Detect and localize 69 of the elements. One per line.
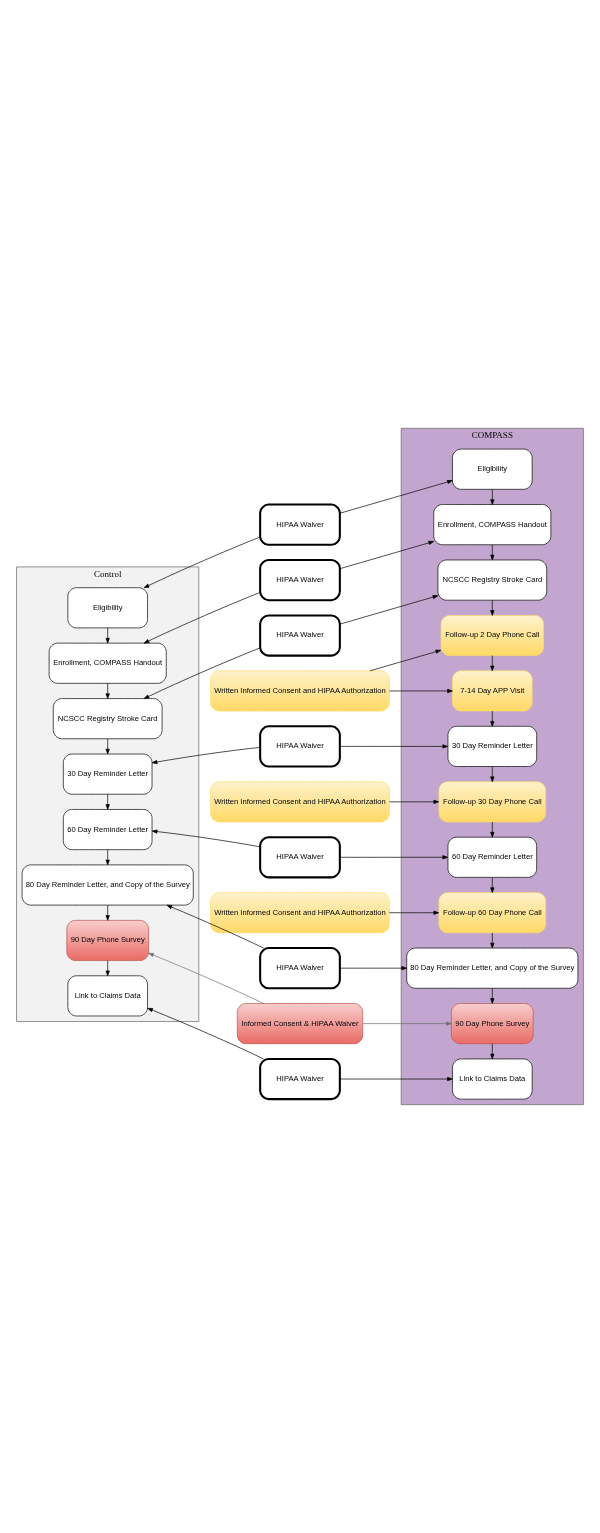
node-box: NCSCC Registry Stroke Card [437, 559, 548, 601]
arrow [490, 710, 495, 727]
node-box: HIPAA Waiver [259, 614, 341, 657]
node-box: Follow-up 60 Day Phone Call [438, 892, 546, 934]
arrow [143, 647, 261, 699]
arrow [389, 910, 440, 915]
arrow [490, 655, 495, 672]
node-box: Eligibility [67, 587, 148, 629]
arrow [490, 599, 495, 616]
node-box: 90 Day Phone Survey [451, 1003, 534, 1045]
arrow [490, 544, 495, 561]
node-box: 90 Day Phone Survey [66, 920, 149, 961]
arrow [490, 821, 495, 838]
node-box: Link to Claims Data [67, 975, 148, 1017]
node-box: 30 Day Reminder Letter [447, 725, 537, 767]
arrow [339, 744, 448, 749]
arrow [143, 592, 261, 644]
arrow [490, 877, 495, 893]
node-box: HIPAA Waiver [259, 503, 341, 546]
arrow [389, 688, 453, 693]
arrow [389, 799, 440, 804]
node-box: 60 Day Reminder Letter [447, 836, 537, 878]
node-box: Enrollment, COMPASS Handout [48, 642, 167, 684]
arrow [147, 1007, 264, 1060]
arrow [339, 540, 434, 569]
node-box: HIPAA Waiver [259, 947, 341, 990]
arrow [151, 747, 261, 765]
arrow [339, 966, 407, 971]
arrow [143, 536, 261, 589]
arrow [490, 766, 495, 783]
node-box: HIPAA Waiver [259, 558, 341, 602]
node-box: Informed Consent & HIPAA Waiver [236, 1003, 364, 1045]
arrow [490, 987, 495, 1004]
node-box: Written Informed Consent and HIPAA Authorization [210, 892, 390, 934]
node-box: HIPAA Waiver [259, 1057, 341, 1101]
arrow [490, 489, 495, 505]
arrow [105, 904, 110, 921]
node-box: Follow-up 2 Day Phone Call [440, 615, 544, 656]
arrow [105, 960, 110, 977]
node-box: Written Informed Consent and HIPAA Authorization [210, 670, 390, 712]
node-box: NCSCC Registry Stroke Card [52, 698, 163, 740]
arrow [166, 904, 264, 949]
node-box: Eligibility [452, 448, 533, 490]
arrow [339, 595, 439, 625]
arrow [105, 793, 110, 810]
arrow [339, 1077, 453, 1082]
node-box: Link to Claims Data [452, 1058, 533, 1100]
arrow [105, 738, 110, 755]
arrow [490, 932, 495, 949]
arrow [490, 1043, 495, 1060]
node-box: 30 Day Reminder Letter [63, 753, 153, 795]
node-box: HIPAA Waiver [259, 836, 341, 879]
arrow [339, 855, 448, 860]
node-box: 80 Day Reminder Letter, and Copy of the Survey [21, 864, 194, 906]
node-box: 7-14 Day APP Visit [452, 670, 533, 712]
node-box: 60 Day Reminder Letter [63, 809, 153, 850]
node-box: Written Informed Consent and HIPAA Authorization [210, 781, 390, 823]
arrow [339, 480, 453, 514]
arrow [151, 829, 261, 848]
arrow [369, 649, 442, 672]
arrow [105, 849, 110, 866]
node-box: Enrollment, COMPASS Handout [433, 504, 552, 546]
node-box: HIPAA Waiver [259, 725, 341, 768]
arrow [105, 627, 110, 644]
arrow [362, 1021, 452, 1026]
arrow [148, 952, 264, 1004]
node-box: 80 Day Reminder Letter, and Copy of the Survey [406, 947, 579, 989]
arrow [105, 683, 110, 699]
node-box: Follow-up 30 Day Phone Call [438, 781, 546, 823]
